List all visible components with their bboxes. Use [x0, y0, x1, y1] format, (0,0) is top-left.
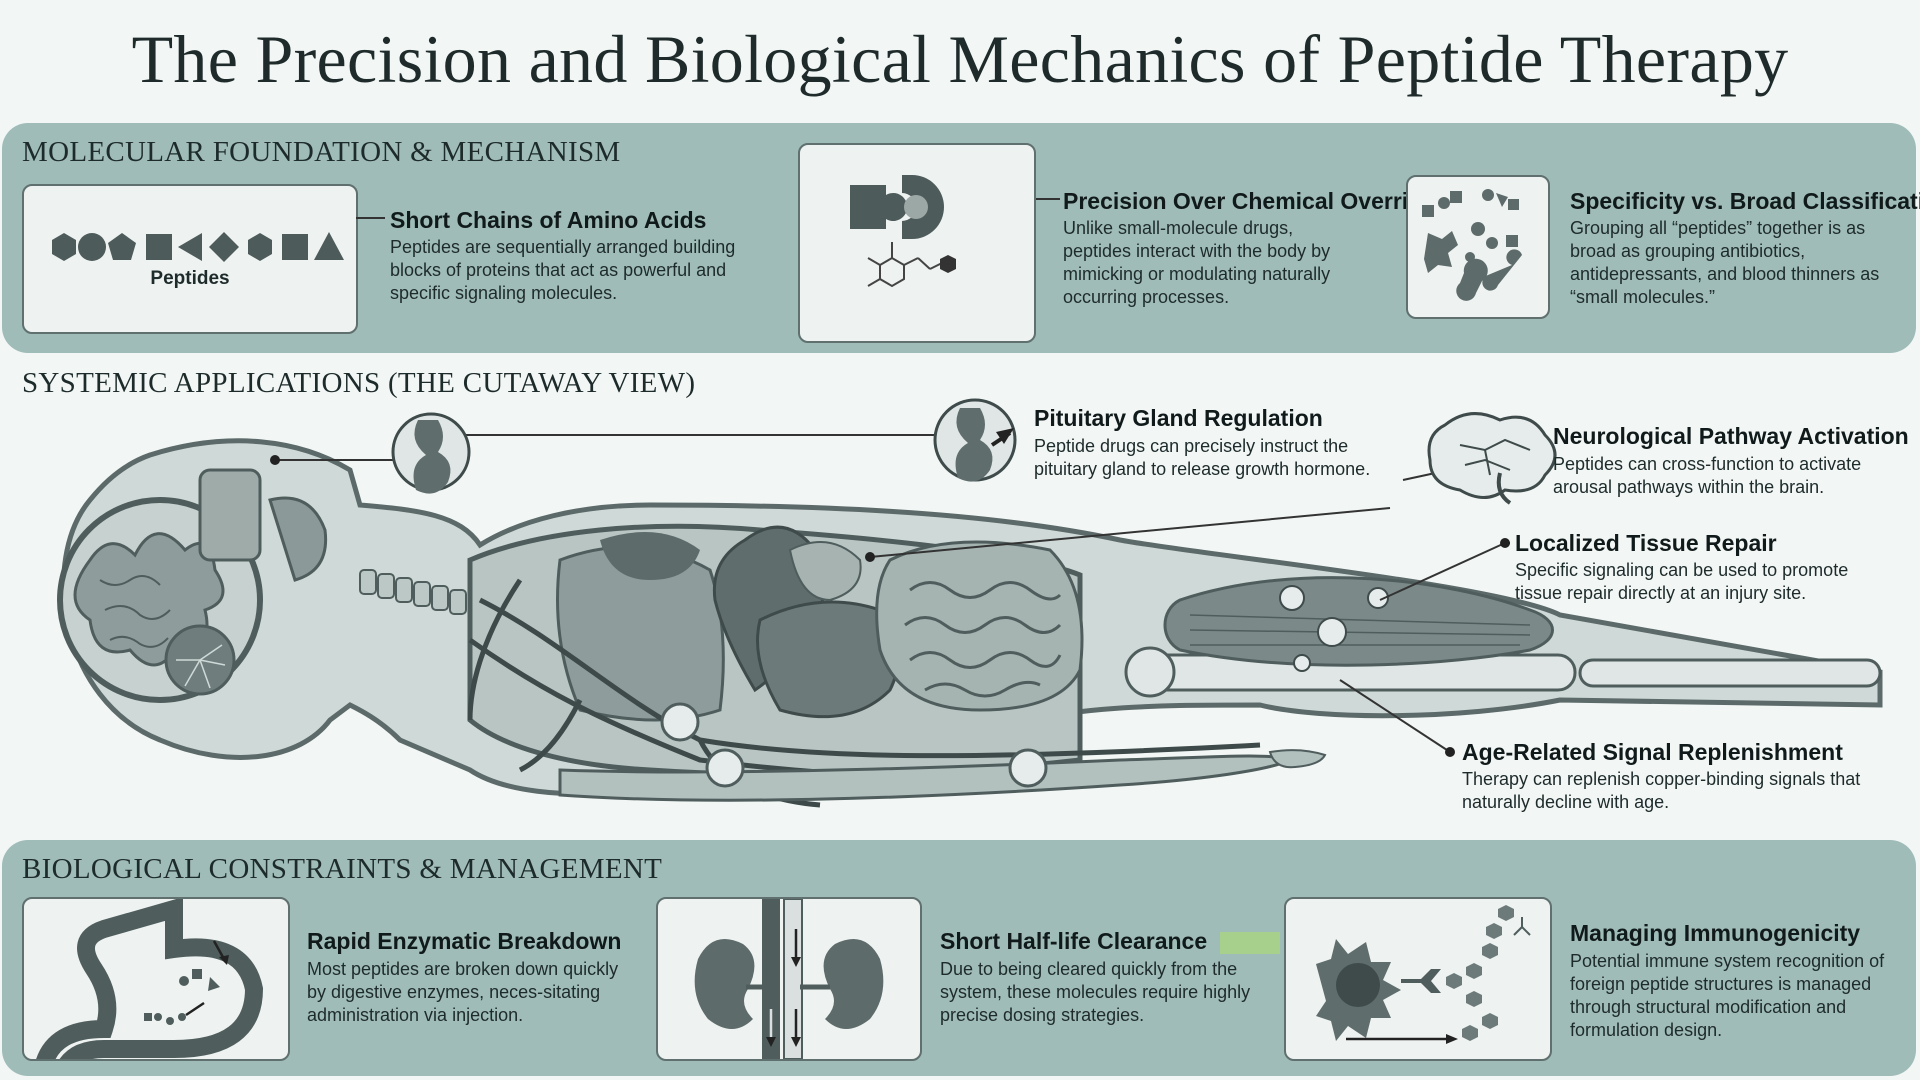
clearance-highlight-mark [1220, 932, 1280, 954]
amino-acid-chain-icon [52, 232, 344, 262]
enzymatic-heading: Rapid Enzymatic Breakdown [307, 928, 622, 954]
pituitary-desc: Peptide drugs can precisely instruct the… [1034, 436, 1371, 479]
immunogenicity-desc: Potential immune system recognition of f… [1570, 951, 1885, 1040]
age-signal-desc: Therapy can replenish copper-binding sig… [1462, 769, 1861, 812]
constraints-section-label: BIOLOGICAL CONSTRAINTS & MANAGEMENT [22, 853, 663, 885]
specificity-desc: Grouping all “peptides” together is as b… [1570, 218, 1880, 307]
clearance-heading: Short Half-life Clearance [940, 928, 1208, 954]
systemic-section-label: SYSTEMIC APPLICATIONS (THE CUTAWAY VIEW) [22, 367, 696, 399]
receptor-binding-icon [850, 175, 956, 288]
amino-acid-chain-card: Peptides [22, 184, 358, 334]
precision-card [798, 143, 1036, 343]
specificity-heading: Specificity vs. Broad Classification [1570, 188, 1920, 214]
tissue-repair-heading: Localized Tissue Repair [1515, 530, 1777, 556]
immunogenicity-card [1284, 897, 1552, 1061]
neurological-heading: Neurological Pathway Activation [1553, 423, 1909, 449]
tissue-repair-desc: Specific signaling can be used to promot… [1515, 560, 1849, 603]
amino-acid-desc: Peptides are sequentially arranged build… [390, 237, 736, 303]
precision-desc: Unlike small-molecule drugs, peptides in… [1063, 218, 1331, 307]
precision-heading: Precision Over Chemical Override [1063, 188, 1436, 214]
peptides-label: Peptides [150, 268, 230, 289]
amino-acid-heading: Short Chains of Amino Acids [390, 207, 707, 233]
pituitary-heading: Pituitary Gland Regulation [1034, 405, 1323, 431]
neurological-desc: Peptides can cross-function to activate … [1553, 454, 1862, 497]
kidney-icon [694, 899, 884, 1059]
specificity-card [1406, 175, 1550, 319]
molecule-variety-icon [1422, 189, 1522, 301]
clearance-desc: Due to being cleared quickly from the sy… [940, 959, 1251, 1025]
constraints-panel [2, 840, 1916, 1076]
clearance-card [656, 897, 922, 1061]
enzymatic-desc: Most peptides are broken down quickly by… [307, 959, 619, 1025]
immunogenicity-heading: Managing Immunogenicity [1570, 920, 1861, 946]
page-title: The Precision and Biological Mechanics o… [131, 21, 1789, 97]
enzymatic-card [22, 897, 290, 1061]
age-signal-heading: Age-Related Signal Replenishment [1462, 739, 1843, 765]
immune-cell-icon [1316, 905, 1531, 1044]
stomach-icon [36, 899, 264, 1059]
molecular-section-label: MOLECULAR FOUNDATION & MECHANISM [22, 136, 621, 168]
